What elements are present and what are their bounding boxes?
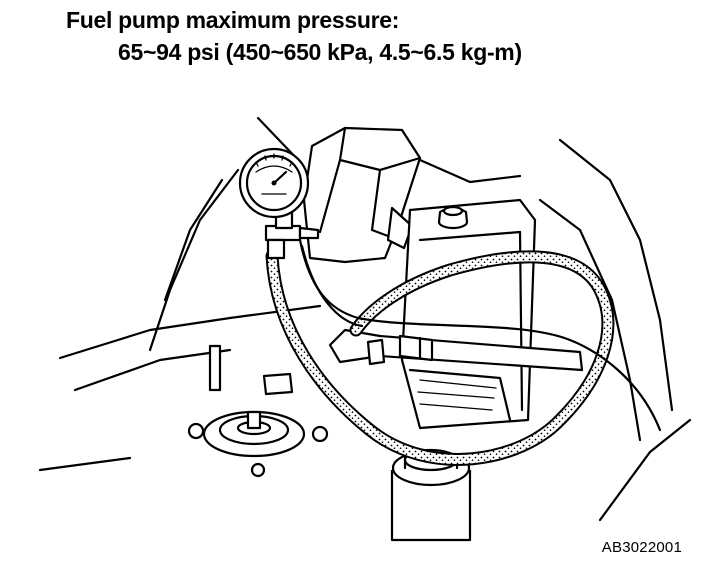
engine-block [400, 198, 537, 430]
strut-tower [187, 410, 329, 478]
return-line [298, 238, 662, 432]
pressure-gauge-icon [238, 147, 310, 230]
diagram-title: Fuel pump maximum pressure: [66, 7, 400, 33]
air-cleaner-box [302, 126, 422, 264]
engine-bay-outline [38, 116, 692, 522]
pressure-specification: 65~94 psi (450~650 kPa, 4.5~6.5 kg-m) [118, 39, 522, 65]
oil-filler-cap [437, 205, 469, 230]
figure-code: AB3022001 [601, 539, 682, 556]
pipe-fittings [208, 338, 386, 396]
